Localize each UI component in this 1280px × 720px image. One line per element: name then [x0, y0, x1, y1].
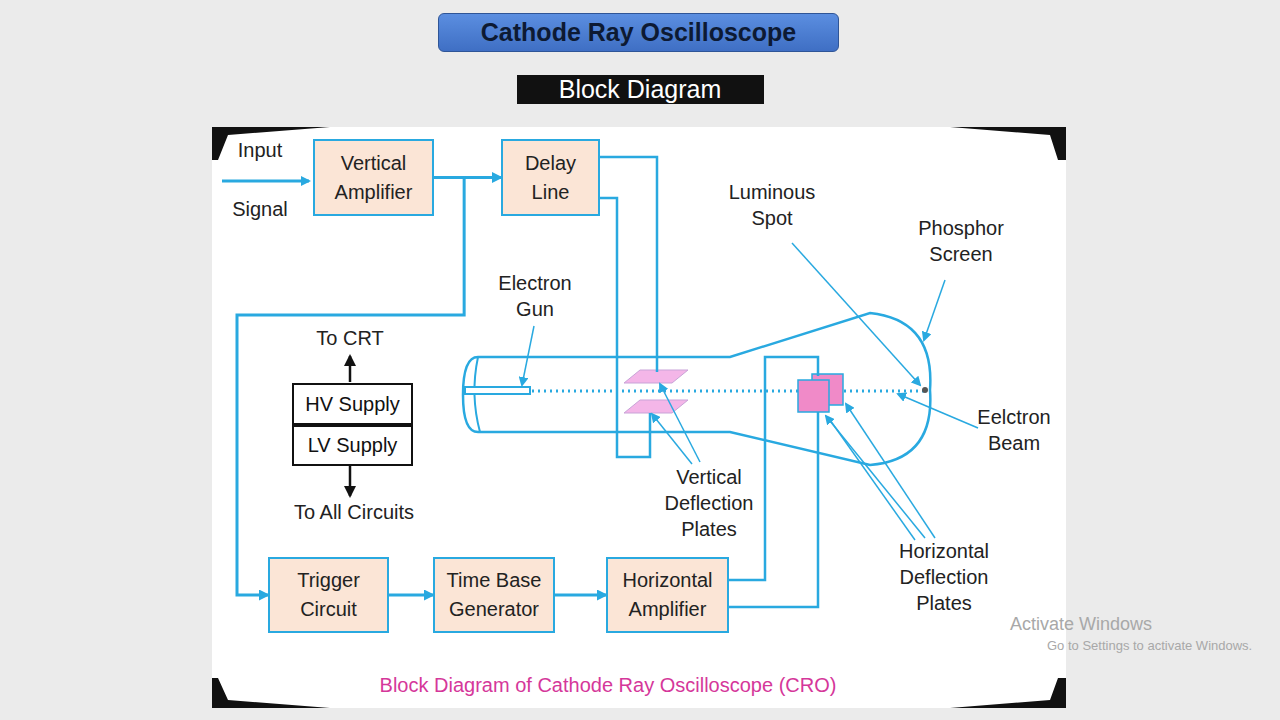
callout-label: Electron Gun: [485, 270, 585, 322]
callout-label: Luminous Spot: [722, 179, 822, 231]
supply-box: LV Supply: [292, 425, 413, 466]
node-text: HV Supply: [305, 390, 400, 419]
title-banner: Cathode Ray Oscilloscope: [438, 13, 839, 52]
crt-tube: [463, 313, 930, 465]
callout-label: Vertical Deflection Plates: [649, 464, 769, 542]
electron-beam: [532, 390, 924, 393]
panel: [212, 127, 1066, 708]
process-box: Trigger Circuit: [268, 557, 389, 633]
process-box: Delay Line: [501, 139, 600, 216]
callout-label: Input: [220, 137, 300, 163]
node-text: Vertical Amplifier: [321, 149, 426, 207]
vertical-deflection-plate: [624, 400, 688, 413]
callout-label: Phosphor Screen: [906, 215, 1016, 267]
corner: [950, 678, 1066, 708]
to-circuits-arrow: [349, 466, 352, 496]
connector: [389, 594, 433, 597]
electron-gun: [465, 387, 530, 394]
to-crt-arrow: [349, 356, 352, 382]
node-text: LV Supply: [308, 431, 398, 460]
caption: Block Diagram of Cathode Ray Oscilloscop…: [240, 674, 976, 697]
luminous-spot: [922, 387, 928, 393]
node-text: Horizontal Amplifier: [614, 566, 721, 624]
process-box: Horizontal Amplifier: [606, 557, 729, 633]
node-text: Delay Line: [509, 149, 592, 207]
subtitle: Block Diagram: [517, 75, 764, 104]
callout-label: Signal: [220, 196, 300, 222]
connector: [237, 178, 464, 596]
input-arrow: [222, 180, 309, 183]
horizontal-deflection-plate: [798, 380, 829, 412]
node-text: Time Base Generator: [441, 566, 547, 624]
corner: [212, 678, 330, 708]
callout-label: Eelctron Beam: [964, 404, 1064, 456]
process-box: Time Base Generator: [433, 557, 555, 633]
watermark: Go to Settings to activate Windows.: [1047, 638, 1280, 655]
callout-label: Horizontal Deflection Plates: [879, 538, 1009, 616]
wire: [599, 157, 657, 372]
wire: [599, 198, 650, 457]
callout-label: To All Circuits: [274, 499, 434, 525]
watermark: Activate Windows: [1010, 613, 1190, 636]
callout-label: To CRT: [305, 325, 395, 351]
supply-box: HV Supply: [292, 383, 413, 425]
node-text: Trigger Circuit: [276, 566, 381, 624]
process-box: Vertical Amplifier: [313, 139, 434, 216]
corner: [950, 127, 1066, 160]
connector: [555, 594, 606, 597]
